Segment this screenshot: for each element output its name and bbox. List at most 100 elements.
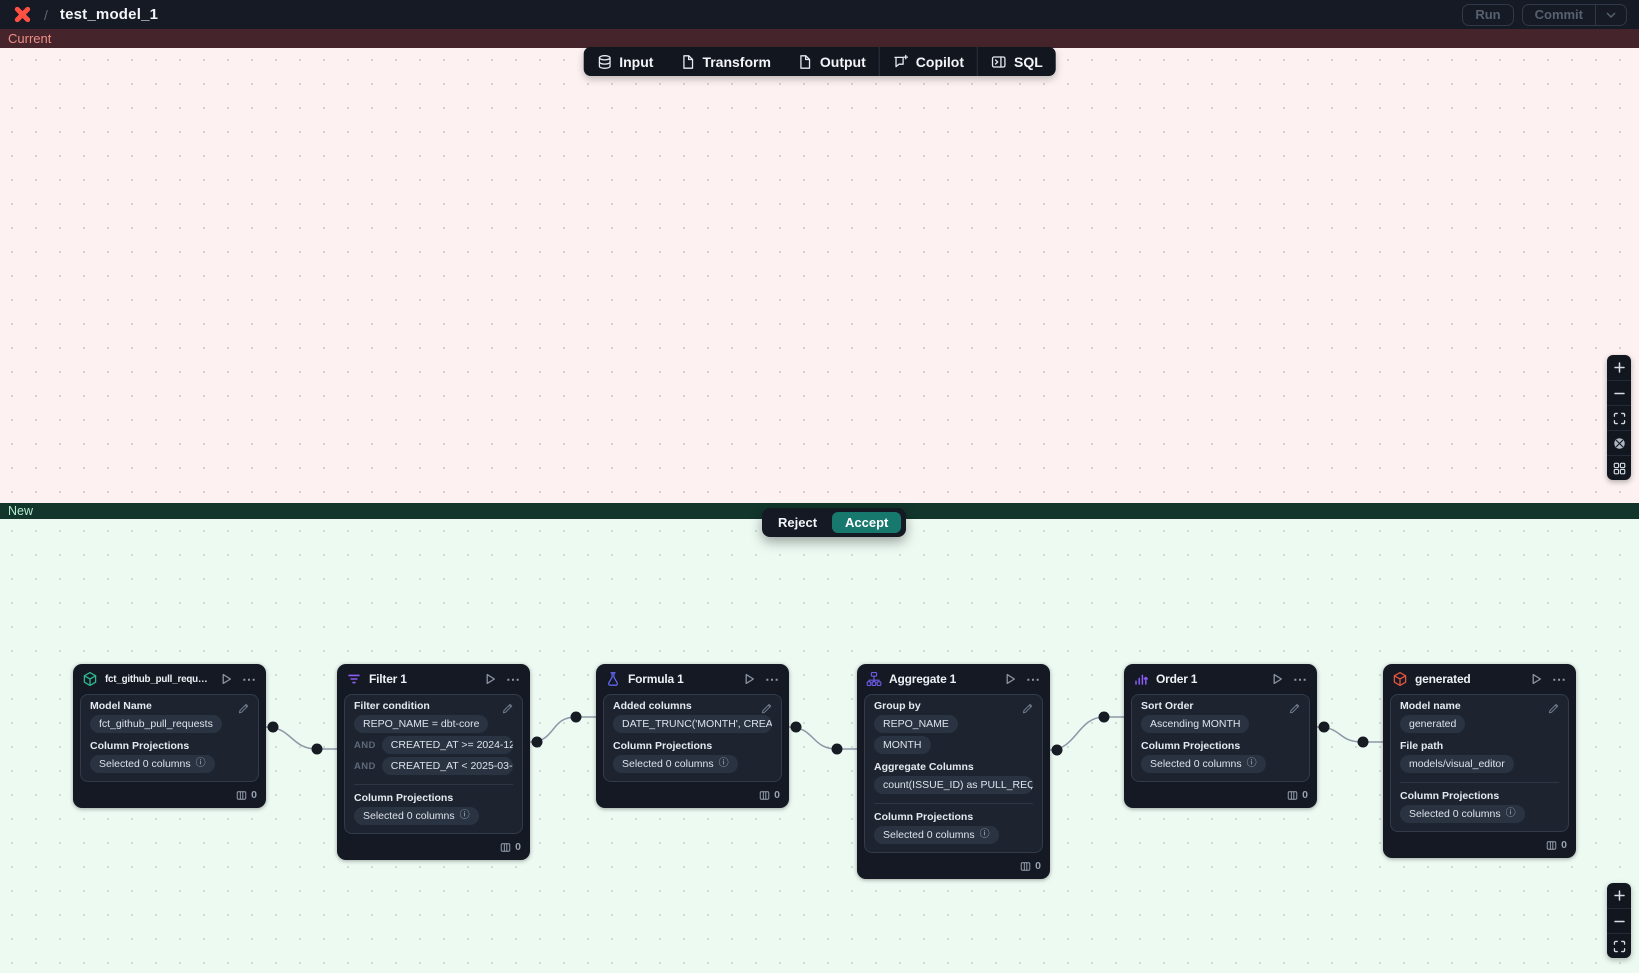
top-bar: / test_model_1 Run Commit — [0, 0, 1639, 29]
value-pill[interactable]: count(ISSUE_ID) as PULL_REQUEST_… — [874, 776, 1033, 794]
node-header[interactable]: Filter 1⋯ — [337, 664, 530, 694]
zoom-in-button[interactable] — [1607, 883, 1631, 908]
node-header[interactable]: fct_github_pull_requests⋯ — [73, 664, 266, 694]
new-canvas[interactable]: Reject Accept fct_github_pull_requests⋯M… — [0, 508, 1639, 973]
current-version-bar: Current — [0, 29, 1639, 48]
edit-pencil-icon[interactable] — [1288, 702, 1301, 715]
document-icon — [797, 54, 813, 70]
value-pill[interactable]: fct_github_pull_requests — [90, 715, 222, 733]
field-label: File path — [1400, 740, 1444, 752]
zoom-out-button[interactable] — [1607, 380, 1631, 405]
commit-button[interactable]: Commit — [1534, 7, 1583, 22]
node-menu-icon[interactable]: ⋯ — [1293, 671, 1307, 687]
fit-view-button[interactable] — [1607, 405, 1631, 430]
run-node-icon[interactable] — [1002, 671, 1018, 687]
run-node-icon[interactable] — [218, 671, 234, 687]
info-icon: ⓘ — [1246, 758, 1257, 769]
node-menu-icon[interactable]: ⋯ — [1552, 671, 1566, 687]
edge-path — [529, 716, 596, 743]
row-count: 0 — [251, 789, 257, 801]
run-node-icon[interactable] — [1269, 671, 1285, 687]
config-section: File path models/visual_editor — [1400, 741, 1559, 773]
row-count-icon — [1546, 840, 1557, 851]
field-label: Filter condition — [354, 700, 430, 712]
node-header[interactable]: Order 1⋯ — [1124, 664, 1317, 694]
value-pill[interactable]: generated — [1400, 715, 1466, 733]
toolbar-item-input[interactable]: Input — [583, 47, 666, 76]
run-node-icon[interactable] — [482, 671, 498, 687]
value-row: DATE_TRUNC('MONTH', CREATED_AT… — [613, 715, 772, 733]
value-pill[interactable]: REPO_NAME = dbt-core — [354, 715, 489, 733]
value-pill[interactable]: models/visual_editor — [1400, 755, 1514, 773]
value-pill[interactable]: CREATED_AT >= 2024-12-01 — [381, 736, 513, 754]
node-menu-icon[interactable]: ⋯ — [506, 671, 520, 687]
node-footer: 0 — [1383, 832, 1576, 858]
row-count: 0 — [1035, 860, 1041, 872]
edit-pencil-icon[interactable] — [1547, 702, 1560, 715]
node-menu-icon[interactable]: ⋯ — [1026, 671, 1040, 687]
fit-view-button[interactable] — [1607, 933, 1631, 958]
edge-port-dot — [1098, 711, 1110, 723]
run-node-icon[interactable] — [741, 671, 757, 687]
chevron-down-icon[interactable] — [1595, 4, 1626, 25]
toolbar-item-transform[interactable]: Transform — [666, 47, 783, 76]
node-menu-icon[interactable]: ⋯ — [765, 671, 779, 687]
node-menu-icon[interactable]: ⋯ — [242, 671, 256, 687]
node-header[interactable]: generated ⋯ — [1383, 664, 1576, 694]
zoom-out-button[interactable] — [1607, 908, 1631, 933]
edit-pencil-icon[interactable] — [1021, 702, 1034, 715]
zoom-in-button[interactable] — [1607, 355, 1631, 380]
model-cube-icon — [1392, 671, 1408, 687]
edge-port-dot — [790, 721, 802, 733]
run-node-icon[interactable] — [1528, 671, 1544, 687]
toolbar-item-output[interactable]: Output — [784, 47, 879, 76]
layout-grid-button[interactable] — [1607, 455, 1631, 480]
value-pill[interactable]: Ascending MONTH — [1141, 715, 1250, 733]
node-header[interactable]: Formula 1⋯ — [596, 664, 789, 694]
edge-path — [1316, 726, 1383, 743]
node-header[interactable]: Aggregate 1⋯ — [857, 664, 1050, 694]
value-pill[interactable]: REPO_NAME — [874, 715, 958, 733]
edit-pencil-icon[interactable] — [237, 702, 250, 715]
value-pill[interactable]: MONTH — [874, 736, 931, 754]
edge-path — [1049, 716, 1124, 751]
accept-button[interactable]: Accept — [832, 512, 902, 533]
toolbar-item-copilot[interactable]: Copilot — [880, 47, 977, 76]
focus-button[interactable] — [1607, 430, 1631, 455]
condition-prefix: AND — [354, 739, 376, 751]
value-row: REPO_NAME = dbt-core — [354, 715, 513, 733]
edit-pencil-icon[interactable] — [501, 702, 514, 715]
node-footer: 0 — [857, 853, 1050, 879]
commit-split-button[interactable]: Commit — [1521, 3, 1627, 26]
reject-button[interactable]: Reject — [767, 512, 828, 533]
info-icon: ⓘ — [195, 758, 206, 769]
edit-pencil-icon[interactable] — [760, 702, 773, 715]
value-pill[interactable]: DATE_TRUNC('MONTH', CREATED_AT… — [613, 715, 772, 733]
value-pill[interactable]: CREATED_AT < 2025-03-01 — [381, 757, 513, 775]
toolbar-item-sql[interactable]: SQL — [978, 47, 1056, 76]
node-title: generated — [1415, 672, 1471, 686]
run-button[interactable]: Run — [1462, 3, 1514, 26]
info-icon: ⓘ — [979, 829, 990, 840]
